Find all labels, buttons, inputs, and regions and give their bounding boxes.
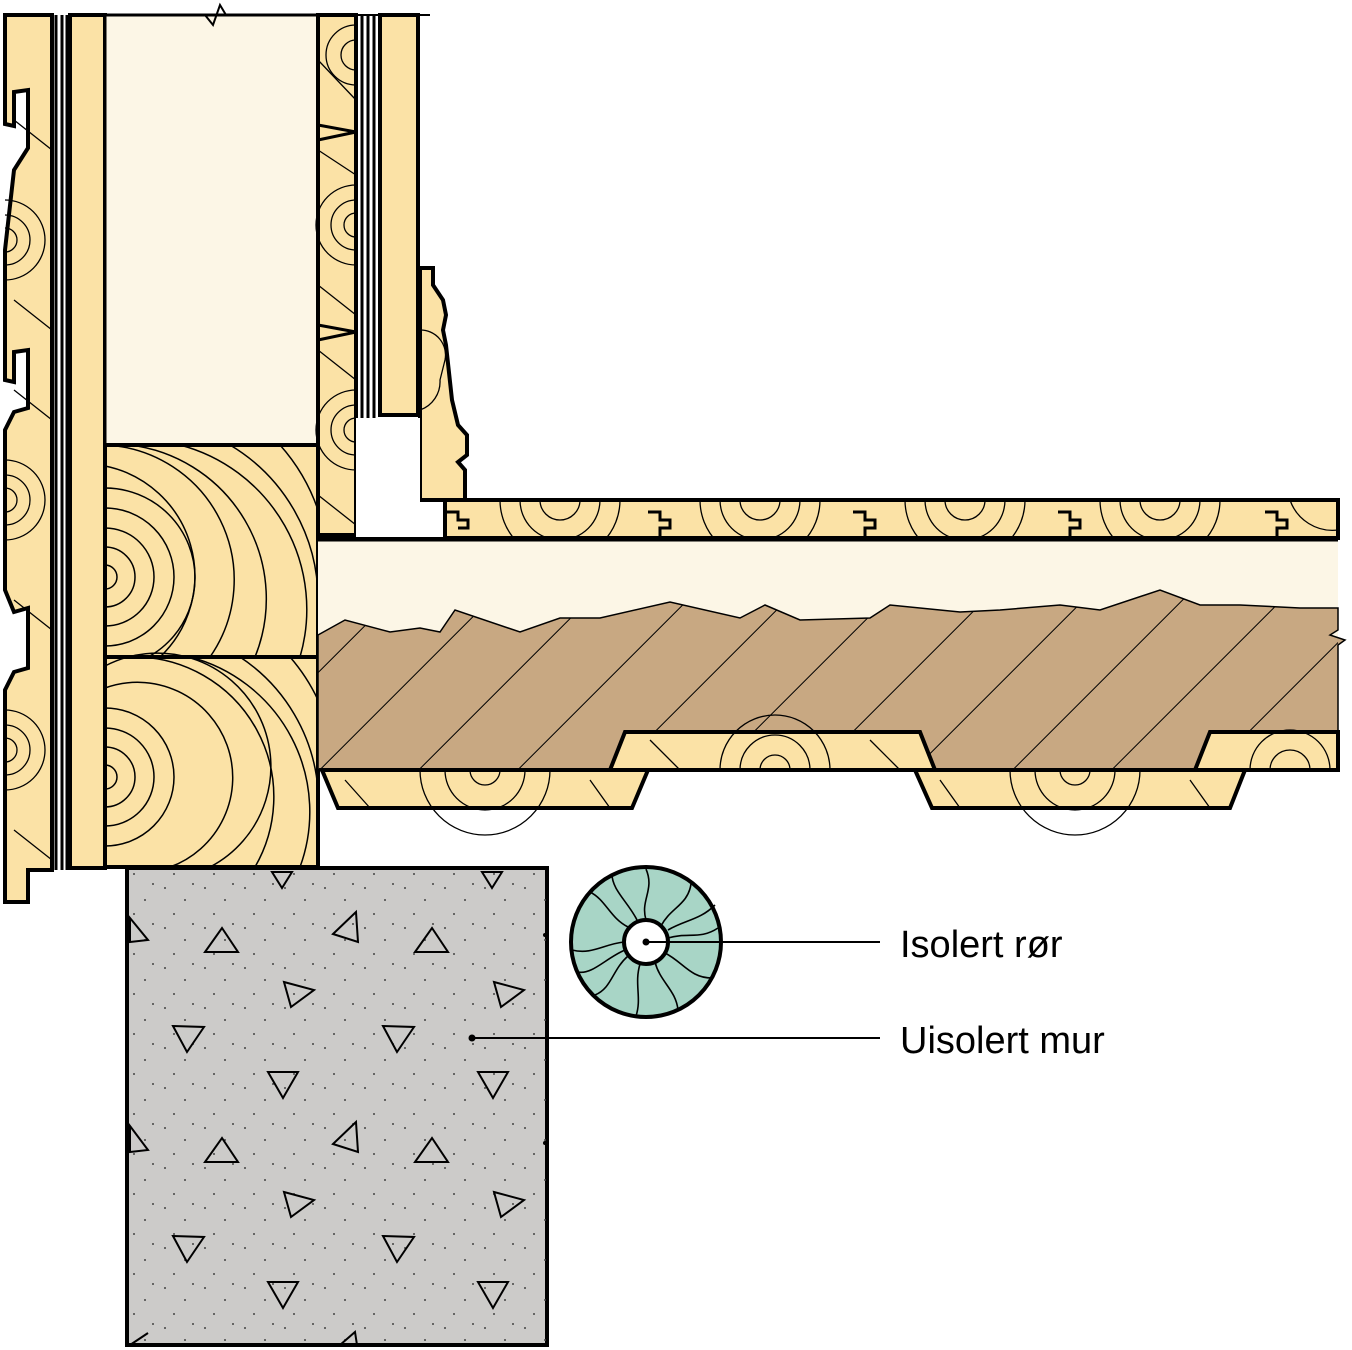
inner-wall-boards [300, 13, 430, 537]
break-line [100, 2, 318, 28]
floor-wall-gap [356, 418, 420, 538]
sill-beam-upper [103, 443, 320, 669]
label-uninsulated-wall: Uisolert mur [900, 1020, 1105, 1062]
callout-insulated-pipe: Isolert rør [646, 924, 1063, 966]
uninsulated-wall [125, 866, 549, 1347]
floor-boards [443, 498, 1340, 561]
exterior-cladding [3, 13, 69, 904]
skirting-board [418, 266, 469, 502]
wall-insulation-cavity [103, 13, 320, 447]
callout-uninsulated-wall: Uisolert mur [472, 1020, 1105, 1062]
cladding-boards [3, 13, 54, 904]
floor-battens [318, 714, 1340, 836]
sill-beam-lower [103, 652, 320, 869]
cladding-grain [4, 119, 53, 861]
label-insulated-pipe: Isolert rør [900, 924, 1063, 966]
outer-stud-board [68, 13, 107, 870]
